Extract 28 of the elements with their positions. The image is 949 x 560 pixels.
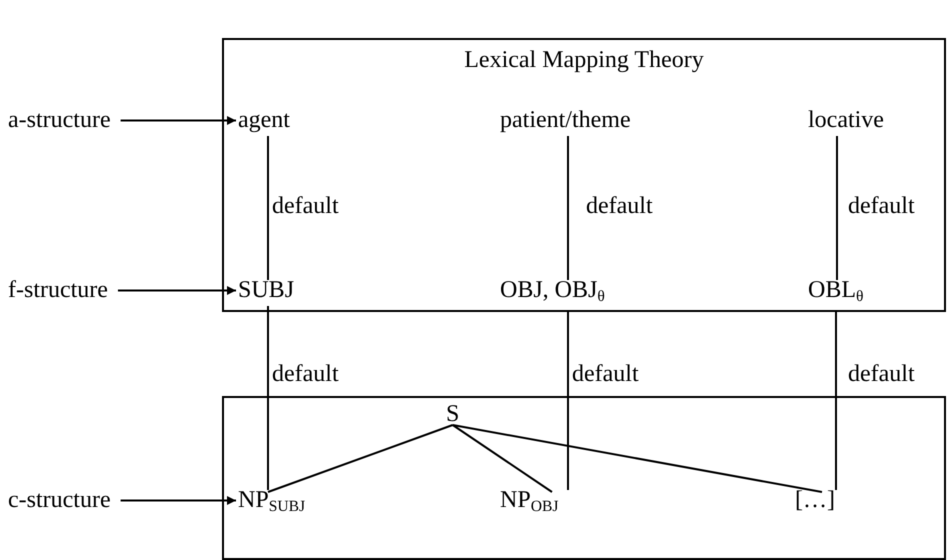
connector-line [267, 306, 269, 490]
connector-line [268, 424, 454, 493]
arrow [118, 286, 236, 295]
structure-panel [222, 38, 946, 312]
category-label: S [446, 400, 460, 429]
connector-line [835, 312, 837, 490]
connector-line [836, 136, 838, 280]
category-label: SUBJ [238, 276, 294, 305]
level-label: a-structure [8, 106, 111, 135]
category-label: agent [238, 106, 290, 135]
level-label: c-structure [8, 486, 111, 515]
category-label: patient/theme [500, 106, 631, 135]
connector-line [452, 424, 822, 493]
panel-title: Lexical Mapping Theory [463, 46, 705, 75]
arrow [120, 116, 236, 125]
connector-line [267, 136, 269, 280]
connector-line [567, 312, 569, 490]
connector-line [452, 424, 553, 493]
connector-line [567, 136, 569, 280]
category-label: OBL$_{θ}$ [808, 276, 864, 311]
category-label: […] [795, 486, 835, 515]
category-label: NP$_{SUBJ}$ [238, 486, 306, 521]
level-label: f-structure [8, 276, 108, 305]
category-label: OBJ, OBJ$_{θ}$ [500, 276, 605, 311]
category-label: NP$_{OBJ}$ [500, 486, 558, 521]
arrow [120, 496, 236, 505]
category-label: locative [808, 106, 884, 135]
structure-panel [222, 396, 946, 560]
